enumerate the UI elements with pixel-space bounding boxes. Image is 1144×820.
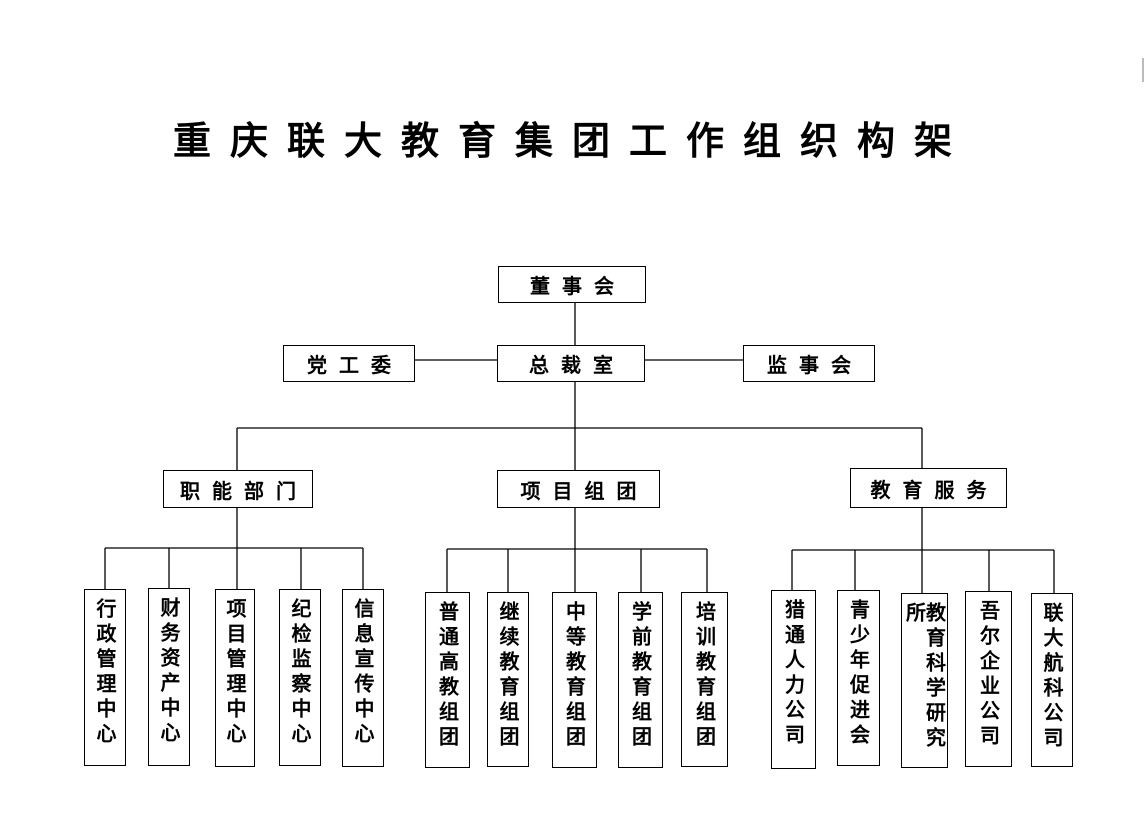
unit-box: 猎通人力公司 bbox=[771, 590, 816, 769]
unit-box: 纪检监察中心 bbox=[279, 589, 321, 766]
unit-box: 吾尔企业公司 bbox=[965, 591, 1012, 767]
page-title: 重庆联大教育集团工作组织构架 bbox=[172, 118, 971, 163]
unit-box: 财务资产中心 bbox=[148, 588, 190, 766]
unit-box: 教育科学研究所 bbox=[901, 593, 948, 768]
unit-box: 联大航科公司 bbox=[1031, 593, 1073, 767]
supervisory-board-box: 监事会 bbox=[743, 345, 875, 382]
board-box: 董事会 bbox=[498, 266, 646, 303]
division-project-box: 项目组团 bbox=[497, 470, 660, 508]
president-office-box: 总裁室 bbox=[497, 345, 645, 382]
page-edge-mark bbox=[1142, 58, 1144, 82]
unit-box: 继续教育组团 bbox=[487, 592, 529, 767]
unit-box: 青少年促进会 bbox=[837, 590, 880, 766]
unit-box: 培训教育组团 bbox=[681, 592, 728, 767]
unit-box: 信息宣传中心 bbox=[342, 589, 384, 767]
unit-box: 项目管理中心 bbox=[215, 589, 255, 767]
division-education-service-box: 教育服务 bbox=[850, 468, 1007, 508]
division-functional-box: 职能部门 bbox=[163, 470, 313, 508]
unit-box: 学前教育组团 bbox=[618, 592, 663, 768]
unit-box: 行政管理中心 bbox=[84, 589, 126, 766]
party-committee-box: 党工委 bbox=[283, 345, 415, 382]
unit-box: 中等教育组团 bbox=[552, 592, 597, 768]
unit-box: 普通高教组团 bbox=[425, 592, 470, 768]
